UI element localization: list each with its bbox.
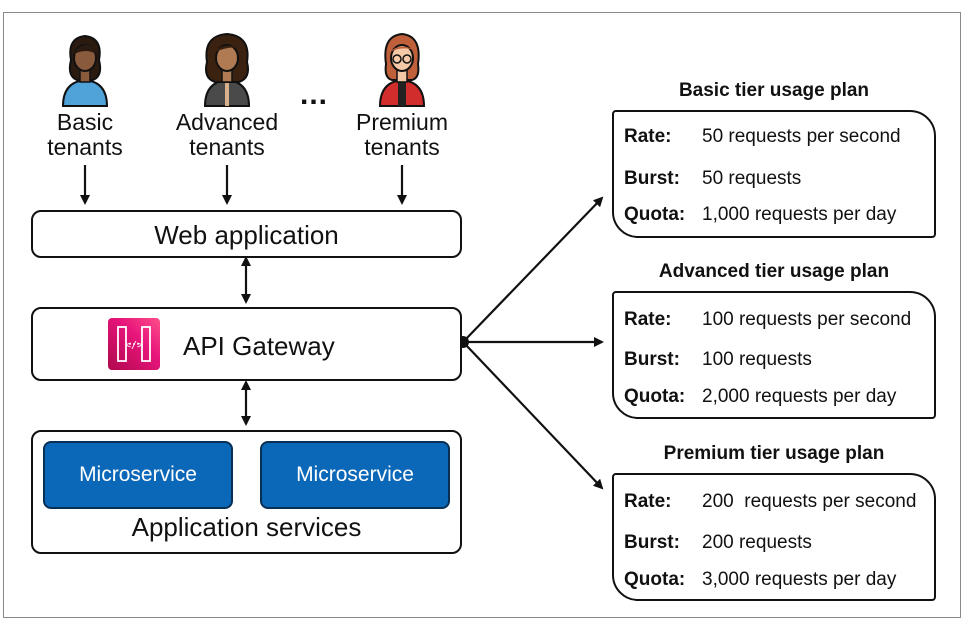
quota-label: Quota:	[624, 569, 686, 590]
tenant-premium-label: Premium tenants	[355, 109, 448, 160]
web-application-title: Web application	[154, 220, 339, 250]
quota-label: Quota:	[624, 386, 686, 407]
rate-label: Rate:	[624, 126, 672, 147]
premium-plan-title: Premium tier usage plan	[663, 443, 885, 464]
svg-text:</>: </>	[125, 340, 143, 351]
api-gateway-box: API Gateway	[31, 307, 462, 381]
advanced-plan-quota-row: Quota: 2,000 requests per day	[624, 386, 896, 408]
rate-value: 100 requests per second	[702, 309, 912, 330]
quota-value: 2,000 requests per day	[702, 386, 897, 407]
basic-plan-card: Rate: 50 requests per second Burst: 50 req…	[612, 110, 936, 238]
advanced-plan-title: Advanced tier usage plan	[658, 261, 890, 282]
application-services-title: Application services	[131, 512, 362, 542]
api-gateway-title: API Gateway	[183, 331, 335, 361]
diagram-frame	[3, 12, 961, 618]
burst-label: Burst:	[624, 532, 680, 553]
premium-plan-card: Rate: 200 requests per second Burst: 200 r…	[612, 473, 936, 601]
premium-tenant-avatar-icon	[378, 32, 426, 107]
quota-value: 3,000 requests per day	[702, 569, 897, 590]
tenant-advanced: Advanced tenants	[157, 30, 297, 160]
tenant-premium: Premium tenants	[332, 30, 472, 160]
tenant-basic: Basic tenants	[15, 30, 155, 160]
basic-plan-burst-row: Burst: 50 requests	[624, 168, 801, 190]
advanced-plan-burst-row: Burst: 100 requests	[624, 349, 812, 371]
premium-plan-burst-row: Burst: 200 requests	[624, 532, 812, 554]
burst-value: 100 requests	[702, 349, 812, 370]
rate-label: Rate:	[624, 309, 672, 330]
advanced-tenant-avatar-icon	[203, 32, 251, 107]
basic-tenant-avatar-icon	[61, 34, 109, 107]
burst-label: Burst:	[624, 168, 680, 189]
api-gateway-icon: </>	[108, 318, 160, 370]
microservice-2: Microservice	[260, 441, 450, 509]
web-application-box: Web application	[31, 210, 462, 258]
burst-value: 200 requests	[702, 532, 812, 553]
basic-plan-quota-row: Quota: 1,000 requests per day	[624, 204, 896, 226]
tenant-basic-label: Basic tenants	[47, 109, 123, 160]
burst-value: 50 requests	[702, 168, 802, 189]
burst-label: Burst:	[624, 349, 680, 370]
rate-value: 200 requests per second	[702, 491, 917, 512]
more-tenants-ellipsis: ...	[300, 78, 329, 111]
quota-value: 1,000 requests per day	[702, 204, 897, 225]
arrow-to-basic-plan	[464, 196, 604, 341]
basic-plan-title: Basic tier usage plan	[678, 80, 870, 101]
rate-label: Rate:	[624, 491, 672, 512]
quota-label: Quota:	[624, 204, 686, 225]
basic-plan-rate-row: Rate: 50 requests per second	[624, 126, 901, 148]
microservice-1: Microservice	[43, 441, 233, 509]
arrow-to-premium-plan	[464, 343, 604, 490]
premium-plan-rate-row: Rate: 200 requests per second	[624, 491, 916, 513]
tenant-advanced-label: Advanced tenants	[175, 109, 279, 160]
advanced-plan-rate-row: Rate: 100 requests per second	[624, 309, 911, 331]
premium-plan-quota-row: Quota: 3,000 requests per day	[624, 569, 896, 591]
rate-value: 50 requests per second	[702, 126, 901, 147]
advanced-plan-card: Rate: 100 requests per second Burst: 100 r…	[612, 291, 936, 419]
